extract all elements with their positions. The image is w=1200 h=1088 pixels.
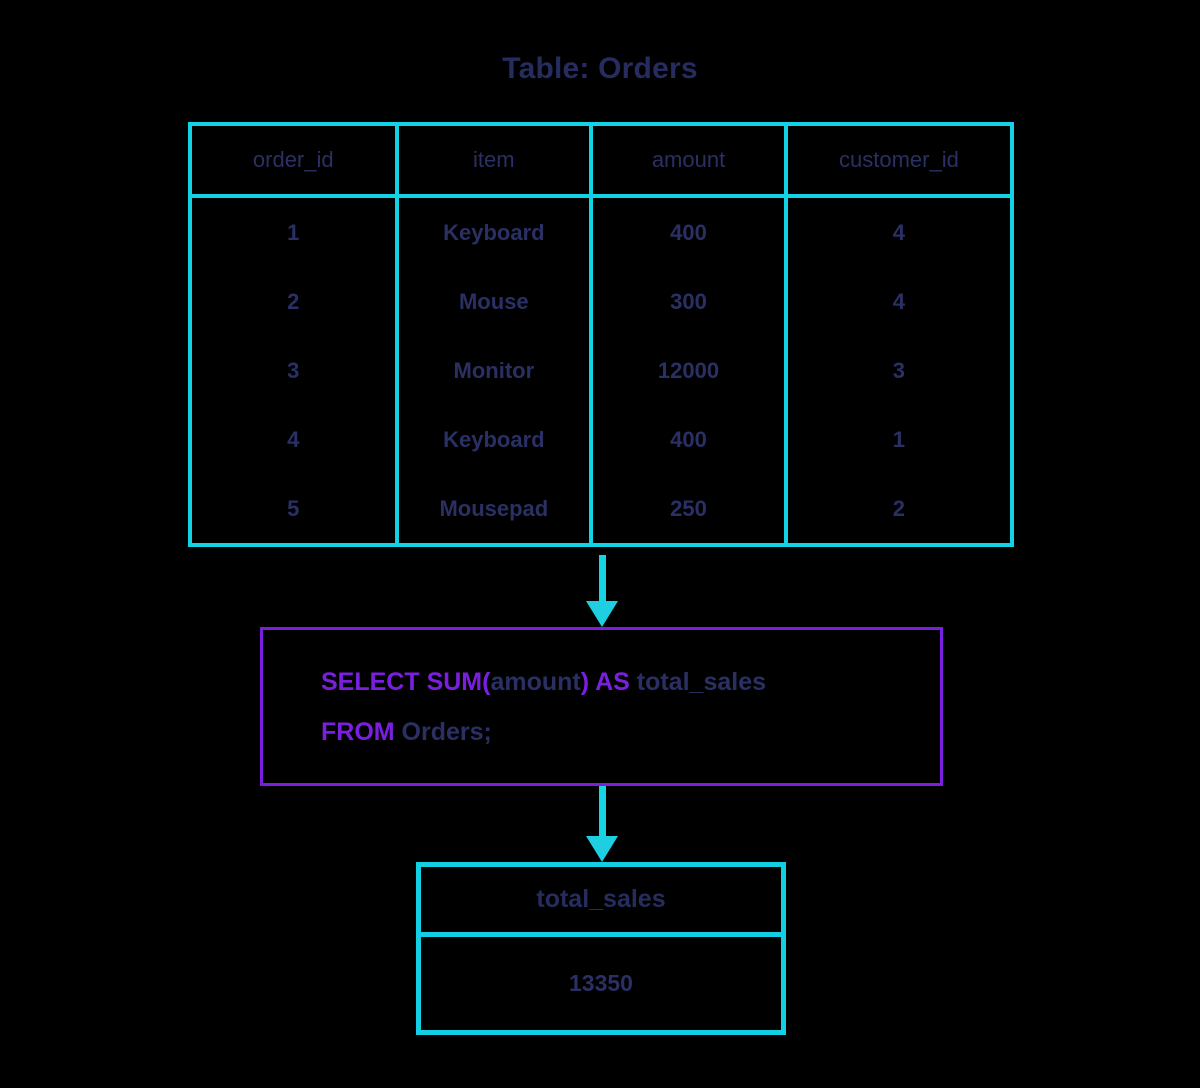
sql-token-identifier: Orders;	[401, 717, 492, 746]
sql-token-keyword: SELECT SUM(	[321, 667, 491, 696]
column-header-item: item	[396, 126, 594, 198]
sql-line-1: SELECT SUM(amount) AS total_sales	[321, 657, 940, 707]
sql-line-2: FROM Orders;	[321, 707, 940, 757]
cell-amount: 400	[591, 196, 788, 267]
table-row: 5 Mousepad 250 2	[192, 474, 1010, 543]
cell-amount: 250	[591, 474, 788, 543]
cell-amount: 12000	[591, 336, 788, 405]
cell-order-id: 2	[192, 267, 399, 336]
cell-item: Monitor	[396, 336, 594, 405]
table-row: 4 Keyboard 400 1	[192, 405, 1010, 474]
result-table: total_sales 13350	[416, 862, 786, 1035]
arrow-shaft	[599, 555, 606, 603]
column-header-amount: amount	[591, 126, 788, 198]
sql-token-identifier: total_sales	[636, 667, 767, 696]
cell-customer-id: 4	[892, 288, 906, 314]
cell-item: Mouse	[396, 267, 594, 336]
sql-query-box: SELECT SUM(amount) AS total_sales FROM O…	[260, 627, 943, 786]
page-title: Table: Orders	[502, 52, 698, 85]
result-cell-total-sales: 13350	[569, 970, 633, 996]
table-row: 2 Mouse 300 4	[192, 267, 1010, 336]
table-header-row: order_id item amount customer_id	[192, 126, 1010, 198]
cell-order-id: 5	[192, 474, 399, 543]
sql-token-identifier: amount	[490, 667, 581, 696]
sql-token-keyword: FROM	[321, 717, 402, 746]
arrow-down-icon-table-to-sql	[586, 555, 618, 627]
cell-customer-id: 3	[892, 357, 906, 383]
cell-amount: 400	[591, 405, 788, 474]
orders-table-grid: order_id item amount customer_id 1 Keybo…	[192, 126, 1010, 543]
cell-item: Keyboard	[396, 196, 594, 267]
cell-order-id: 3	[192, 336, 399, 405]
cell-item: Mousepad	[396, 474, 594, 543]
arrow-head	[586, 836, 618, 862]
arrow-shaft	[599, 786, 606, 838]
table-row: 1 Keyboard 400 4	[192, 196, 1010, 267]
cell-order-id: 4	[192, 405, 399, 474]
arrow-head	[586, 601, 618, 627]
column-header-customer-id: customer_id	[785, 126, 1010, 198]
cell-customer-id: 1	[892, 426, 906, 452]
cell-customer-id: 4	[892, 219, 906, 245]
column-header-order-id: order_id	[192, 126, 399, 198]
result-column-header-total-sales: total_sales	[421, 867, 781, 937]
cell-item: Keyboard	[396, 405, 594, 474]
sql-token-keyword: ) AS	[580, 667, 637, 696]
table-row: 3 Monitor 12000 3	[192, 336, 1010, 405]
arrow-down-icon-sql-to-result	[586, 786, 618, 864]
cell-order-id: 1	[192, 196, 399, 267]
cell-customer-id: 2	[892, 495, 906, 521]
orders-table: order_id item amount customer_id 1 Keybo…	[188, 122, 1014, 547]
cell-amount: 300	[591, 267, 788, 336]
